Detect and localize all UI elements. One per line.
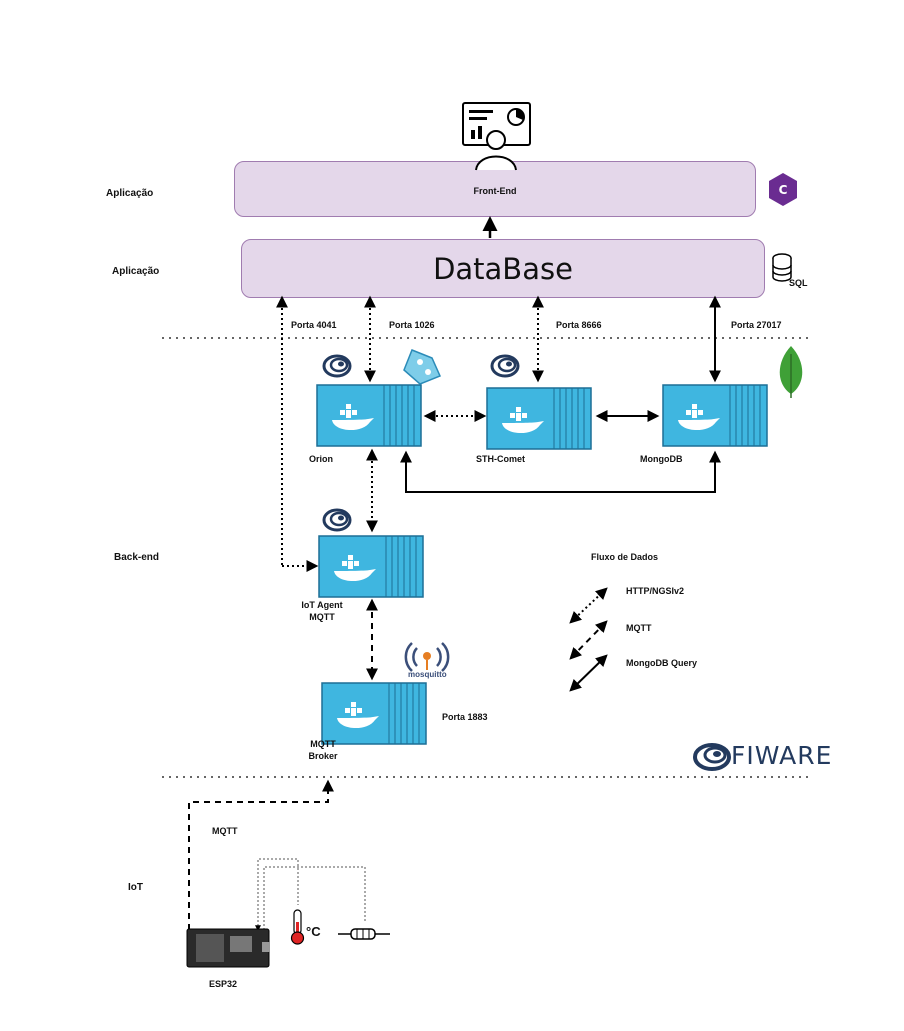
iot-agent-label-line2: MQTT xyxy=(309,612,335,622)
link-orion-mongo xyxy=(400,450,721,493)
fiware-icon-sth xyxy=(490,354,520,378)
fiware-icon-iotagent xyxy=(322,508,352,532)
legend-http-arrow xyxy=(569,587,608,624)
layer-label-application-db: Aplicação xyxy=(112,266,160,277)
frontend-label: Front-End xyxy=(473,186,517,196)
mongodb-container xyxy=(662,384,768,447)
port-4041-label: Porta 4041 xyxy=(291,320,337,330)
fiware-icon-orion xyxy=(322,354,352,378)
orion-label: Orion xyxy=(309,454,333,464)
legend-mqtt-label: MQTT xyxy=(626,623,652,633)
layer-label-application: Aplicação xyxy=(106,188,154,199)
database-label: DataBase xyxy=(433,251,573,286)
svg-text:C: C xyxy=(779,183,788,197)
mosquitto-icon xyxy=(404,642,450,672)
iot-agent-label-line1: IoT Agent xyxy=(301,600,343,610)
link-esp32-broker xyxy=(188,779,334,930)
sensor-wire-temp xyxy=(255,858,299,932)
mqtt-broker-label-line1: MQTT xyxy=(310,739,336,749)
legend-http-label: HTTP/NGSIv2 xyxy=(626,586,685,596)
temperature-unit-label: °C xyxy=(306,924,321,939)
port-27017-label: Porta 27017 xyxy=(731,320,782,330)
iot-agent-container xyxy=(318,535,424,598)
mongodb-leaf-icon xyxy=(779,346,803,398)
mongodb-label: MongoDB xyxy=(640,454,683,464)
layer-label-backend: Back-end xyxy=(114,552,160,563)
mosquitto-logo-text: mosquitto xyxy=(408,670,447,679)
legend-mqtt-arrow xyxy=(569,620,608,660)
sql-badge-label: SQL xyxy=(789,278,808,288)
sth-comet-container xyxy=(486,387,592,450)
user-dashboard-icon xyxy=(462,102,531,171)
legend-title: Fluxo de Dados xyxy=(591,552,659,562)
mqtt-broker-container xyxy=(321,682,427,745)
iot-mqtt-label: MQTT xyxy=(212,826,238,836)
fiware-logo-text: FIWARE xyxy=(731,741,833,770)
legend-mongo-arrow xyxy=(569,654,608,692)
legend-mongo-label: MongoDB Query xyxy=(626,658,697,668)
layer-label-iot: IoT xyxy=(128,882,143,893)
sth-comet-label: STH-Comet xyxy=(476,454,525,464)
sensor-wire-resistor xyxy=(263,866,366,930)
database-box: DataBase xyxy=(241,239,765,298)
port-8666-label: Porta 8666 xyxy=(556,320,602,330)
csharp-icon: C xyxy=(769,173,797,206)
port-1883-label: Porta 1883 xyxy=(442,712,488,722)
esp32-board xyxy=(186,928,270,968)
orion-container xyxy=(316,384,422,447)
resistor-icon xyxy=(338,928,390,940)
port-1026-label: Porta 1026 xyxy=(389,320,435,330)
thermometer-icon xyxy=(290,909,305,945)
orion-cube-icon xyxy=(403,349,442,385)
sql-database-icon xyxy=(772,253,792,282)
esp32-label: ESP32 xyxy=(209,979,238,989)
fiware-logo-icon xyxy=(693,743,731,771)
mqtt-broker-label-line2: Broker xyxy=(308,751,338,761)
